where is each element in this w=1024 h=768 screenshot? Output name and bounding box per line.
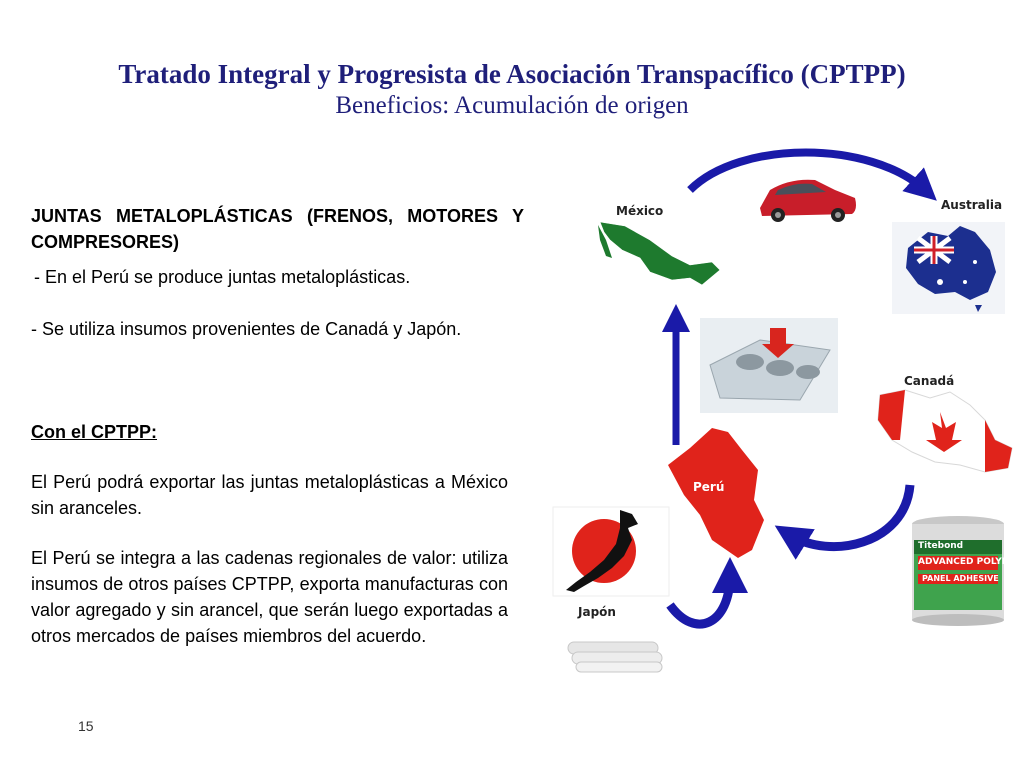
japan-map-icon [552,506,670,597]
paragraph-value-chain: El Perú se integra a las cadenas regiona… [31,548,508,646]
label-mexico: México [616,204,664,218]
arrow-canada-peru [774,484,915,560]
arrow-top-arc [687,148,937,201]
rolled-sheets-image [567,641,663,673]
mexico-map-icon [598,221,721,286]
bullet-peru-produces: - En el Perú se produce juntas metaloplá… [34,267,411,287]
paragraph-export: El Perú podrá exportar las juntas metalo… [31,472,508,518]
bullet-inputs: - Se utiliza insumos provenientes de Can… [31,319,462,339]
australia-map-icon [892,222,1005,314]
slide-title: Tratado Integral y Progresista de Asocia… [118,59,906,89]
cptpp-heading: Con el CPTPP: [31,422,158,442]
slide-subtitle: Beneficios: Acumulación de origen [335,92,689,119]
label-canada: Canadá [904,374,955,388]
can-product: ADVANCED POLYMER [918,557,1024,567]
can-sub: PANEL ADHESIVE [922,574,999,583]
title-block: Tratado Integral y Progresista de Asocia… [0,58,1024,122]
adhesive-can-image [912,516,1004,626]
label-australia: Australia [941,198,1003,212]
section-heading: JUNTAS METALOPLÁSTICAS (FRENOS, MOTORES … [31,206,524,252]
peru-map-icon [668,428,764,558]
can-brand: Titebond [918,541,964,551]
car-icon [760,179,856,222]
arrow-japan-peru [666,557,748,629]
label-japan: Japón [578,605,616,619]
page-number: 15 [78,718,94,734]
canada-map-icon [877,389,1013,473]
label-peru: Perú [693,480,725,494]
gasket-engine-image [700,318,838,413]
